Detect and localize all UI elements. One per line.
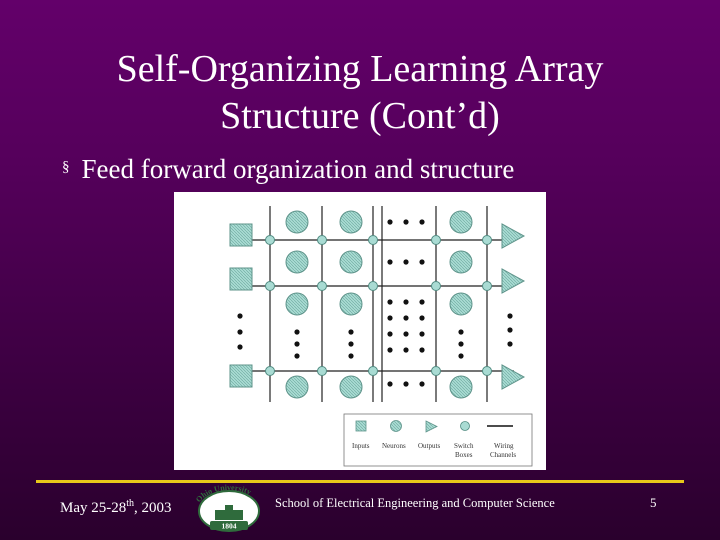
output-3 bbox=[501, 364, 526, 390]
legend-neurons-label: Neurons bbox=[382, 442, 406, 450]
neuron-9 bbox=[449, 292, 473, 316]
bullet-text: Feed forward organization and structure bbox=[81, 154, 515, 184]
input-cells bbox=[229, 223, 253, 388]
array-structure-diagram: Inputs Neurons Outputs Switch Boxes Wiri… bbox=[174, 192, 546, 470]
footer-date-main: May 25-28 bbox=[60, 500, 127, 516]
neuron-10 bbox=[285, 375, 309, 399]
input-cell-3 bbox=[229, 364, 253, 388]
neuron-5 bbox=[339, 250, 363, 274]
footer-date-year: , 2003 bbox=[134, 500, 172, 516]
title-line-2: Structure (Cont’d) bbox=[220, 95, 500, 137]
input-cell-2 bbox=[229, 267, 253, 291]
slide-title: Self-Organizing Learning Array Structure… bbox=[0, 46, 720, 140]
input-cell-1 bbox=[229, 223, 253, 247]
footer-date: May 25-28th, 2003 bbox=[60, 494, 172, 518]
output-cells bbox=[501, 223, 526, 390]
switch-boxes bbox=[265, 235, 492, 376]
legend-input-icon bbox=[355, 420, 367, 432]
legend-switch-label: Switch bbox=[454, 442, 474, 450]
ohio-university-seal-icon: Ohio University 1804 bbox=[190, 483, 268, 538]
neuron-cells bbox=[285, 210, 473, 399]
output-ellipsis bbox=[507, 313, 513, 347]
neuron-6 bbox=[449, 250, 473, 274]
input-ellipsis bbox=[237, 313, 243, 350]
bullet-item: § Feed forward organization and structur… bbox=[62, 152, 514, 186]
neuron-1 bbox=[285, 210, 309, 234]
footer-date-suffix: th bbox=[126, 498, 135, 509]
diagram-legend: Inputs Neurons Outputs Switch Boxes Wiri… bbox=[343, 413, 533, 467]
neuron-ellipsis bbox=[294, 219, 464, 387]
bullet-icon: § bbox=[62, 159, 70, 175]
page-number: 5 bbox=[650, 495, 657, 510]
legend-boxes-label: Boxes bbox=[455, 451, 473, 459]
legend-wiring-label: Wiring bbox=[494, 442, 514, 450]
neuron-2 bbox=[339, 210, 363, 234]
title-line-1: Self-Organizing Learning Array bbox=[116, 48, 604, 90]
neuron-11 bbox=[339, 375, 363, 399]
neuron-7 bbox=[285, 292, 309, 316]
neuron-12 bbox=[449, 375, 473, 399]
neuron-8 bbox=[339, 292, 363, 316]
legend-channels-label: Channels bbox=[490, 451, 516, 459]
footer-divider bbox=[36, 480, 684, 483]
legend-inputs-label: Inputs bbox=[352, 442, 370, 450]
footer-school: School of Electrical Engineering and Com… bbox=[275, 496, 555, 510]
legend-switch-icon bbox=[460, 421, 470, 431]
legend-output-icon bbox=[425, 420, 438, 433]
legend-outputs-label: Outputs bbox=[418, 442, 440, 450]
seal-year: 1804 bbox=[222, 522, 237, 531]
output-1 bbox=[501, 223, 526, 249]
neuron-3 bbox=[449, 210, 473, 234]
legend-neuron-icon bbox=[390, 420, 402, 432]
neuron-4 bbox=[285, 250, 309, 274]
output-2 bbox=[501, 268, 526, 294]
